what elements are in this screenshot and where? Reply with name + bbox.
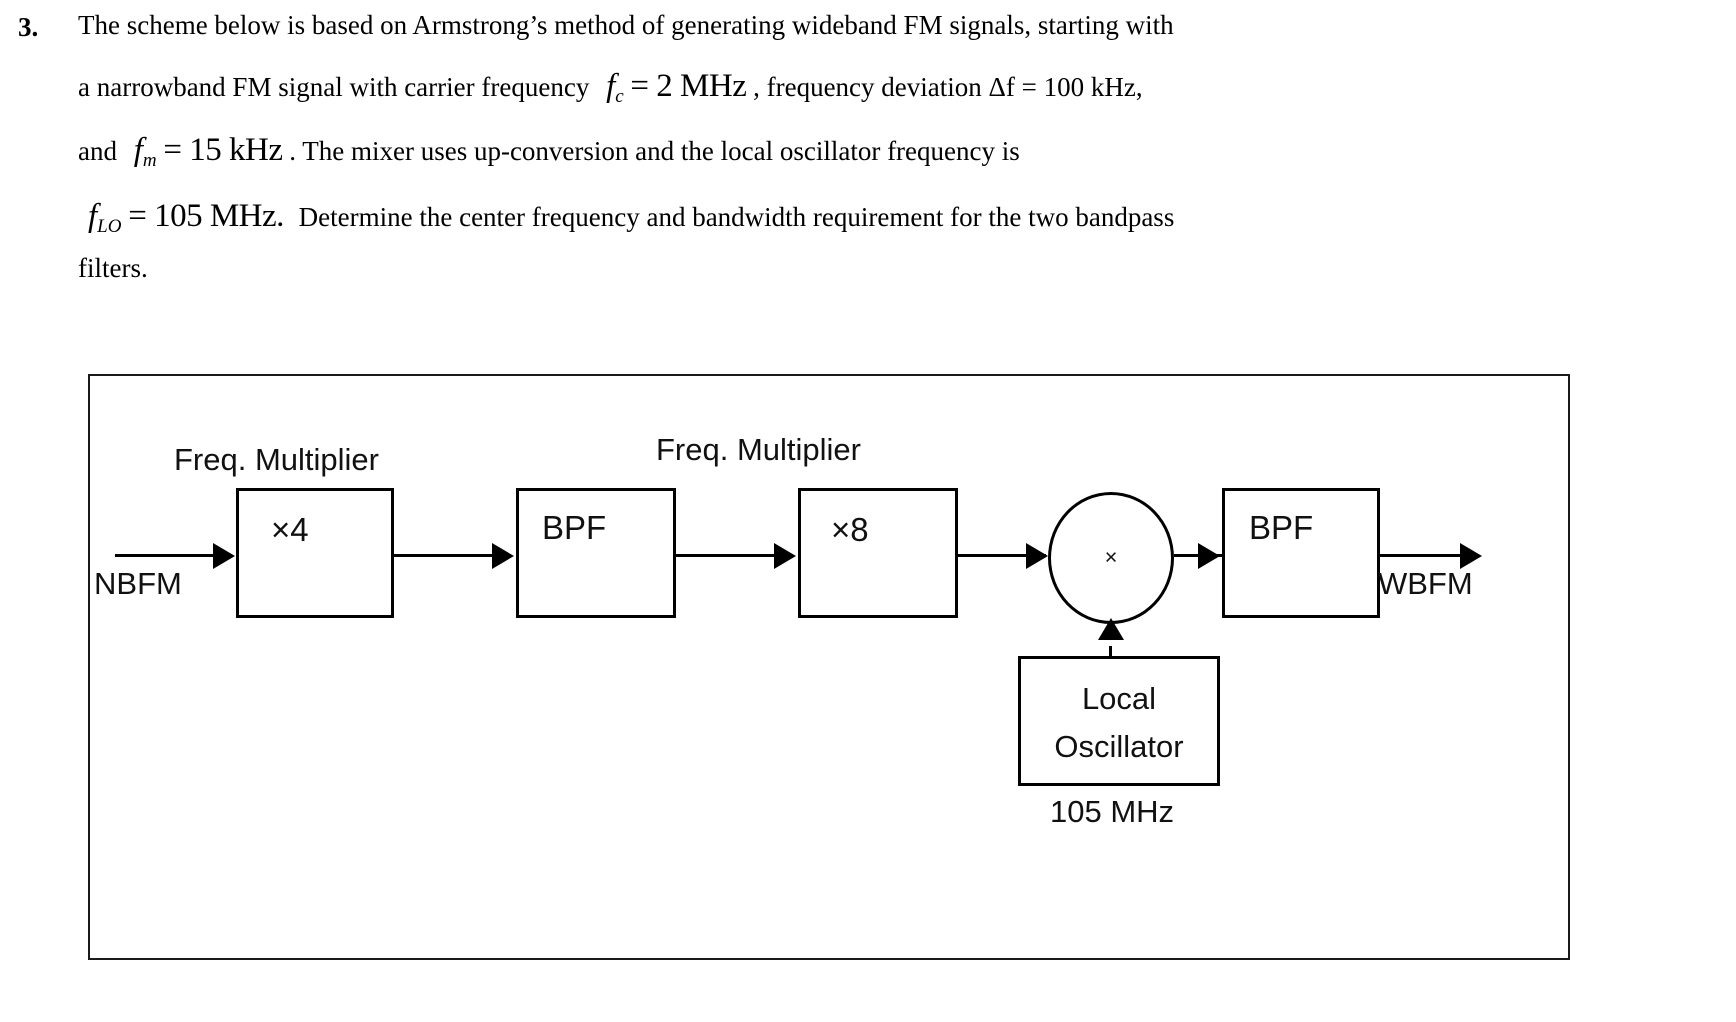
question-line-2: a narrowband FM signal with carrier freq… bbox=[78, 68, 1143, 107]
link-x4-to-bpf1 bbox=[394, 554, 494, 557]
link-x8-to-mixer-arrowhead-icon bbox=[1026, 543, 1048, 569]
lo-label-line-2: Oscillator bbox=[1054, 729, 1184, 765]
question-line-2-text-b: , frequency deviation Δf = 100 kHz, bbox=[753, 72, 1143, 102]
question-line-3: and fm = 15 kHz . The mixer uses up-conv… bbox=[78, 132, 1020, 171]
block-frequency-multiplier-x4[interactable]: ×4 bbox=[236, 488, 394, 618]
block-label-bpf-2: BPF bbox=[1249, 509, 1314, 546]
symbol-flo-subscript: LO bbox=[97, 216, 122, 237]
caption-freq-multiplier-2: Freq. Multiplier bbox=[656, 432, 861, 467]
symbol-fc-value: = 2 MHz bbox=[630, 68, 747, 104]
link-x4-to-bpf1-arrowhead-icon bbox=[492, 543, 514, 569]
lo-label-line-1: Local bbox=[1081, 681, 1157, 716]
question-line-4-text: Determine the center frequency and bandw… bbox=[298, 202, 1175, 232]
question-line-4: fLO = 105 MHz. Determine the center freq… bbox=[88, 198, 1175, 237]
link-bpf1-to-x8 bbox=[676, 554, 776, 557]
mixer-node[interactable]: × bbox=[1048, 492, 1174, 624]
input-line bbox=[115, 554, 215, 557]
link-mixer-to-bpf2-arrowhead-icon bbox=[1198, 543, 1220, 569]
symbol-fm-subscript: m bbox=[142, 150, 157, 171]
symbol-flo-value: = 105 MHz. bbox=[128, 198, 284, 234]
question-text-block: 3. The scheme below is based on Armstron… bbox=[0, 0, 1700, 340]
output-label-wbfm: WBFM bbox=[1378, 566, 1473, 601]
input-arrowhead-icon bbox=[213, 543, 235, 569]
question-line-3-text-a: and bbox=[78, 136, 117, 166]
mixer-multiply-icon: × bbox=[1104, 544, 1118, 570]
symbol-fm-value: = 15 kHz bbox=[163, 132, 283, 168]
symbol-fc: f bbox=[606, 68, 616, 104]
block-diagram-frame: Freq. Multiplier Freq. Multiplier NBFM ×… bbox=[88, 374, 1570, 960]
question-line-2-text-a: a narrowband FM signal with carrier freq… bbox=[78, 72, 590, 102]
link-x8-to-mixer bbox=[958, 554, 1046, 557]
question-number: 3. bbox=[18, 12, 39, 42]
output-arrowhead-icon bbox=[1460, 543, 1482, 569]
symbol-fm: f bbox=[133, 132, 143, 168]
link-bpf1-to-x8-arrowhead-icon bbox=[774, 543, 796, 569]
question-line-1: The scheme below is based on Armstrong’s… bbox=[78, 10, 1174, 40]
caption-freq-multiplier-1: Freq. Multiplier bbox=[174, 442, 379, 477]
link-lo-to-mixer-arrowhead-icon bbox=[1098, 618, 1124, 640]
input-label-nbfm: NBFM bbox=[94, 566, 182, 601]
block-label-bpf-1: BPF bbox=[542, 509, 607, 546]
block-label-x4: ×4 bbox=[271, 511, 309, 548]
lo-frequency-label: 105 MHz bbox=[1050, 794, 1175, 829]
block-frequency-multiplier-x8[interactable]: ×8 bbox=[798, 488, 958, 618]
symbol-flo: f bbox=[88, 198, 98, 234]
question-line-3-text-b: . The mixer uses up-conversion and the l… bbox=[289, 136, 1020, 166]
block-bpf-2[interactable]: BPF bbox=[1222, 488, 1380, 618]
block-bpf-1[interactable]: BPF bbox=[516, 488, 676, 618]
block-local-oscillator[interactable]: Local Oscillator bbox=[1018, 656, 1220, 786]
question-line-5: filters. bbox=[78, 253, 148, 283]
block-label-x8: ×8 bbox=[831, 511, 869, 548]
symbol-fc-subscript: c bbox=[615, 86, 624, 107]
output-line bbox=[1380, 554, 1472, 557]
